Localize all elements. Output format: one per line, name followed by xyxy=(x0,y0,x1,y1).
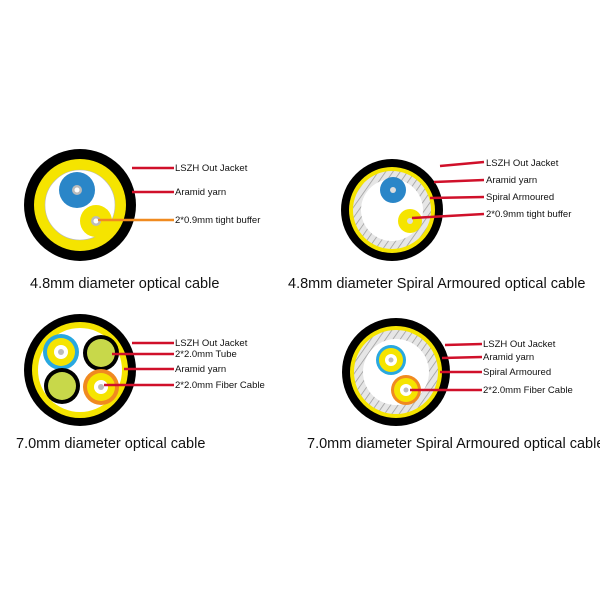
label-jacket: LSZH Out Jacket xyxy=(175,338,248,349)
label-jacket: LSZH Out Jacket xyxy=(483,339,556,350)
panel-title: 4.8mm diameter optical cable xyxy=(30,276,219,292)
blue-fiber-icon xyxy=(59,172,95,208)
panel-title: 7.0mm diameter optical cable xyxy=(16,436,205,452)
label-tube: 2*2.0mm Tube xyxy=(175,349,237,360)
cable-4-8mm: LSZH Out Jacket Aramid yarn 2*0.9mm tigh… xyxy=(24,149,260,292)
label-aramid: Aramid yarn xyxy=(483,352,534,363)
label-fiber: 2*2.0mm Fiber Cable xyxy=(175,380,265,391)
panel-title: 4.8mm diameter Spiral Armoured optical c… xyxy=(288,276,585,292)
label-buffer: 2*0.9mm tight buffer xyxy=(175,215,260,226)
fiber-cable-blue-icon xyxy=(43,334,79,370)
label-aramid: Aramid yarn xyxy=(175,364,226,375)
label-jacket: LSZH Out Jacket xyxy=(175,163,248,174)
tube-icon xyxy=(83,335,119,371)
panel-title: 7.0mm diameter Spiral Armoured optical c… xyxy=(307,436,600,452)
label-armour: Spiral Armoured xyxy=(486,192,554,203)
yellow-fiber-icon xyxy=(80,205,112,237)
label-jacket: LSZH Out Jacket xyxy=(486,158,559,169)
label-aramid: Aramid yarn xyxy=(175,187,226,198)
fiber-cable-orange-icon xyxy=(391,375,421,405)
fiber-cable-orange-icon xyxy=(83,369,119,405)
cable-7-0mm: LSZH Out Jacket 2*2.0mm Tube Aramid yarn… xyxy=(16,314,265,452)
label-fiber: 2*2.0mm Fiber Cable xyxy=(483,385,573,396)
cable-7-0mm-armoured: LSZH Out Jacket Aramid yarn Spiral Armou… xyxy=(307,318,600,452)
label-armour: Spiral Armoured xyxy=(483,367,551,378)
tube-icon xyxy=(44,368,80,404)
fiber-cable-blue-icon xyxy=(376,345,406,375)
label-buffer: 2*0.9mm tight buffer xyxy=(486,209,571,220)
cable-4-8mm-armoured: LSZH Out Jacket Aramid yarn Spiral Armou… xyxy=(288,158,585,292)
label-aramid: Aramid yarn xyxy=(486,175,537,186)
